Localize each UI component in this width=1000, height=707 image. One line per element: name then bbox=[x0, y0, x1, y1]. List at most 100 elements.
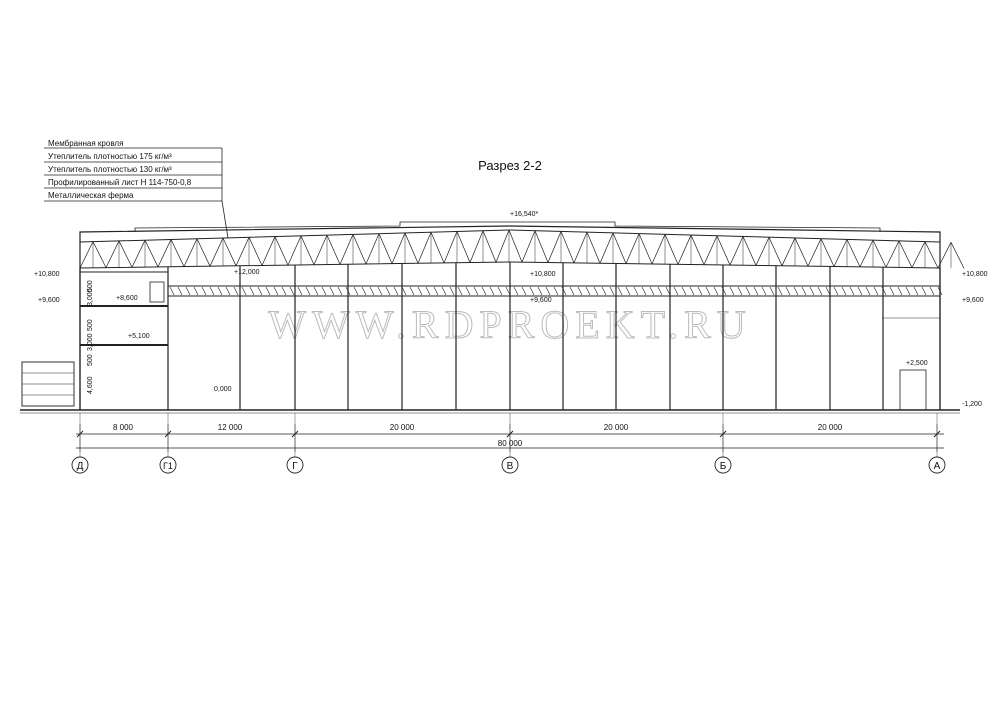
vdim-6: 4,600 bbox=[87, 376, 94, 394]
crane-hatch bbox=[905, 286, 911, 296]
truss-diagonal bbox=[833, 239, 848, 267]
axis-label-d: Д bbox=[77, 461, 84, 472]
crane-hatch bbox=[585, 286, 591, 296]
crane-hatch bbox=[745, 286, 751, 296]
crane-hatch bbox=[897, 286, 903, 296]
elev-right-crane: +9,600 bbox=[962, 297, 984, 304]
roof-layer-1: Мембранная кровля bbox=[48, 139, 123, 148]
truss-diagonal bbox=[612, 232, 627, 264]
crane-hatch bbox=[609, 286, 615, 296]
crane-hatch bbox=[777, 286, 783, 296]
truss-diagonal bbox=[560, 231, 575, 264]
crane-hatch bbox=[649, 286, 655, 296]
crane-hatch bbox=[889, 286, 895, 296]
crane-hatch bbox=[225, 286, 231, 296]
truss-diagonal bbox=[664, 234, 679, 265]
vdim-5: 500 bbox=[87, 354, 94, 366]
crane-hatch bbox=[289, 286, 295, 296]
crane-hatch bbox=[313, 286, 319, 296]
crane-hatch bbox=[377, 286, 383, 296]
truss-diagonal bbox=[755, 237, 770, 266]
crane-hatch bbox=[625, 286, 631, 296]
truss-diagonal bbox=[131, 240, 146, 268]
truss-diagonal bbox=[105, 240, 120, 268]
columns bbox=[79, 262, 941, 410]
truss-diagonal bbox=[495, 229, 510, 263]
axis-bubble-g bbox=[286, 456, 304, 474]
crane-hatch bbox=[337, 286, 343, 296]
crane-hatch bbox=[193, 286, 199, 296]
crane-hatch bbox=[169, 286, 175, 296]
truss-diagonal bbox=[534, 230, 549, 263]
crane-hatch bbox=[705, 286, 711, 296]
elevation-marks: +16,540* +10,800 +9,600 +10,800 +9,600 +… bbox=[34, 211, 988, 408]
truss-diagonal bbox=[586, 232, 601, 264]
elev-ridge: +16,540* bbox=[510, 211, 538, 218]
truss-diagonal bbox=[170, 239, 185, 267]
axis-bubble-g1 bbox=[159, 456, 177, 474]
span-3: 20 000 bbox=[390, 423, 415, 432]
crane-hatch bbox=[753, 286, 759, 296]
span-1: 8 000 bbox=[113, 423, 134, 432]
mezzanine-block bbox=[21, 271, 940, 411]
crane-hatch bbox=[409, 286, 415, 296]
truss-diagonal bbox=[456, 231, 471, 263]
truss-diagonal bbox=[144, 240, 159, 268]
roof-layer-2: Утеплитель плотностью 175 кг/м³ bbox=[48, 152, 172, 161]
truss-diagonal bbox=[885, 240, 900, 268]
crane-hatch bbox=[353, 286, 359, 296]
elev-pit: +2,500 bbox=[906, 360, 928, 367]
crane-hatch bbox=[425, 286, 431, 296]
elev-mid-crane: +9,600 bbox=[530, 297, 552, 304]
truss-diagonal bbox=[807, 238, 822, 267]
crane-hatch bbox=[737, 286, 743, 296]
axis-bubble-a bbox=[928, 456, 946, 474]
crane-hatch bbox=[785, 286, 791, 296]
axis-label-g1: Г1 bbox=[163, 461, 173, 471]
crane-hatch bbox=[673, 286, 679, 296]
truss-diagonal bbox=[118, 240, 133, 268]
axis-bubble-b bbox=[714, 456, 732, 474]
crane-hatch bbox=[657, 286, 663, 296]
truss-diagonal bbox=[677, 234, 692, 265]
crane-hatch bbox=[577, 286, 583, 296]
crane-hatch bbox=[489, 286, 495, 296]
axis-label-a: А bbox=[934, 461, 941, 472]
crane-hatch bbox=[233, 286, 239, 296]
truss-diagonal bbox=[872, 239, 887, 268]
crane-hatch bbox=[521, 286, 527, 296]
crane-hatch bbox=[369, 286, 375, 296]
truss-diagonal bbox=[339, 234, 354, 265]
crane-hatch bbox=[865, 286, 871, 296]
truss-diagonal bbox=[326, 234, 341, 265]
crane-hatch bbox=[841, 286, 847, 296]
crane-hatch bbox=[457, 286, 463, 296]
crane-hatch bbox=[601, 286, 607, 296]
axis-bubble-v bbox=[501, 456, 519, 474]
truss-diagonal bbox=[209, 237, 224, 267]
crane-hatch bbox=[473, 286, 479, 296]
crane-hatch bbox=[817, 286, 823, 296]
crane-hatch bbox=[449, 286, 455, 296]
truss-diagonal bbox=[781, 237, 796, 266]
truss-diagonal bbox=[794, 237, 809, 267]
truss-diagonal bbox=[274, 236, 289, 266]
truss-diagonal bbox=[703, 235, 718, 265]
truss-diagonal bbox=[352, 234, 367, 265]
truss-diagonal bbox=[508, 229, 523, 263]
crane-hatch bbox=[329, 286, 335, 296]
crane-hatch bbox=[417, 286, 423, 296]
truss-diagonal bbox=[196, 238, 211, 267]
crane-hatch bbox=[617, 286, 623, 296]
total-span: 80 000 bbox=[498, 439, 523, 448]
truss-diagonal bbox=[729, 236, 744, 266]
truss-diagonal bbox=[820, 238, 835, 267]
crane-hatch bbox=[857, 286, 863, 296]
crane-hatch bbox=[713, 286, 719, 296]
truss-diagonal bbox=[898, 240, 913, 268]
crane-hatch bbox=[209, 286, 215, 296]
crane-hatch bbox=[849, 286, 855, 296]
crane-hatch bbox=[281, 286, 287, 296]
crane-hatch bbox=[809, 286, 815, 296]
crane-hatch bbox=[241, 286, 247, 296]
